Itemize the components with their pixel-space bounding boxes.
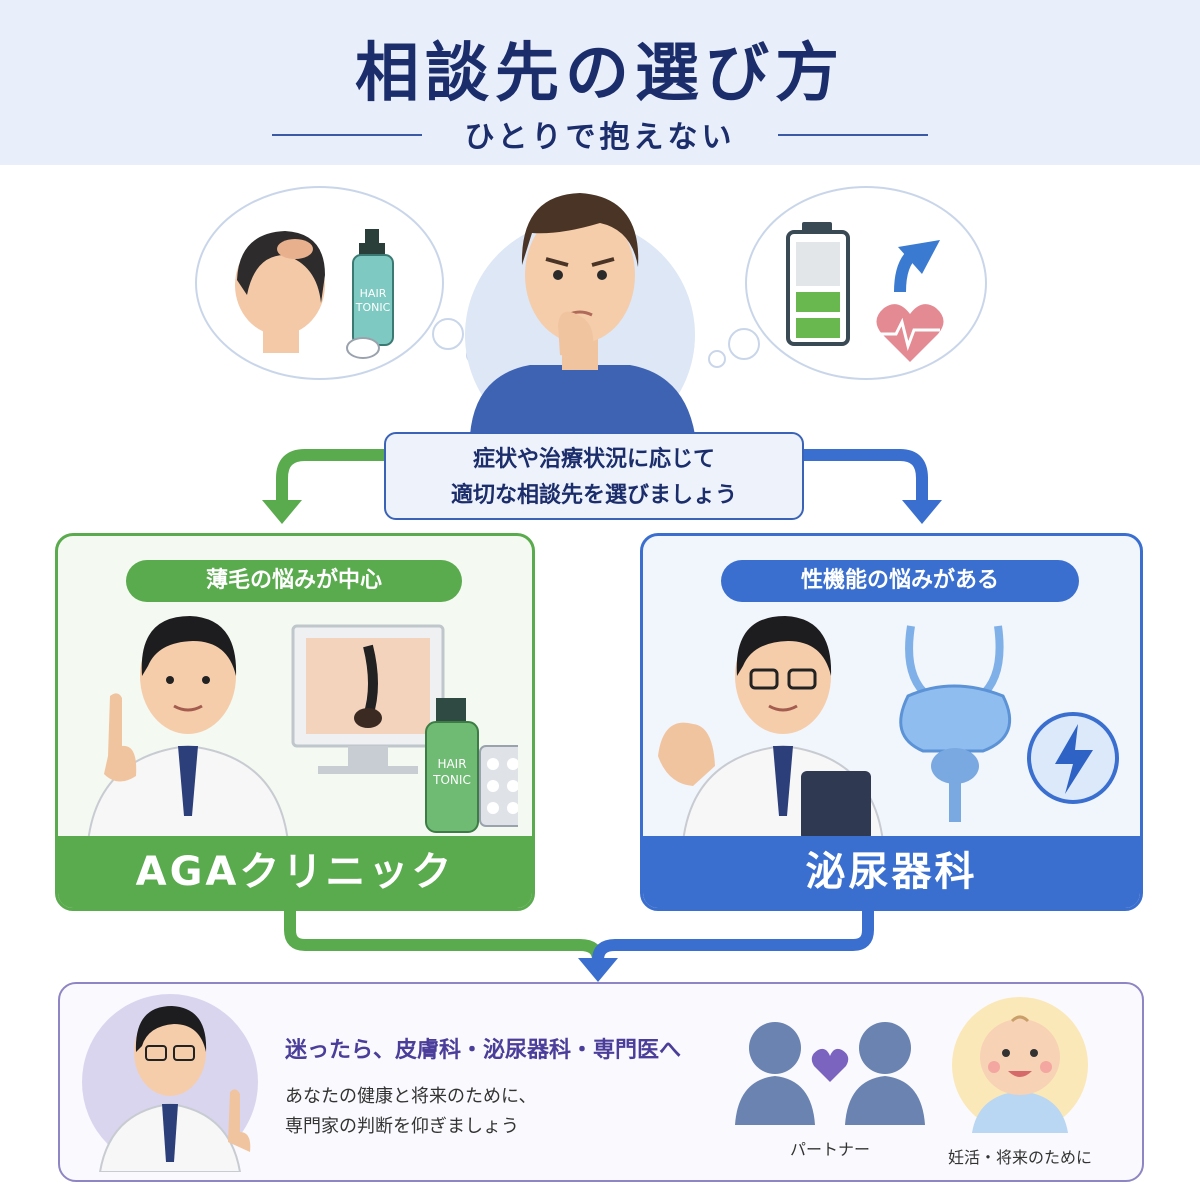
thought-dot	[432, 318, 464, 350]
aga-clinic-card[interactable]: 薄毛の悩みが中心 HAIR TONIC AGAクリニック	[55, 533, 535, 911]
arrow-head-right	[902, 500, 942, 524]
subtitle-rule-right	[778, 134, 928, 136]
tonic-label-line1: HAIR	[360, 287, 387, 300]
man-hair	[521, 193, 639, 267]
specialist-advice-title: 迷ったら、皮膚科・泌尿器科・専門医へ	[285, 1038, 682, 1063]
aga-clinic-label: AGAクリニック	[58, 836, 532, 908]
pointing-hand-icon	[104, 693, 137, 782]
monitor-scalp-icon	[291, 624, 445, 774]
pill-pack-icon	[479, 745, 518, 827]
heart-pulse-icon	[876, 304, 944, 362]
tonic-label-line1: HAIR	[437, 757, 466, 771]
advice-text-line-2: 専門家の判断を仰ぎましょう	[285, 1116, 519, 1137]
partner-caption: パートナー	[789, 1140, 870, 1159]
hair-concern-pill: 薄毛の悩みが中心	[126, 560, 462, 602]
heart-icon	[811, 1048, 849, 1082]
thought-bubble-energy	[745, 186, 987, 380]
urology-card[interactable]: 性機能の悩みがある 泌尿器科	[640, 533, 1143, 911]
specialist-advice-text: あなたの健康と将来のために、 専門家の判断を仰ぎましょう	[285, 1082, 536, 1142]
arrow-head-bottom	[578, 958, 618, 982]
partner-illustration	[735, 1022, 925, 1125]
urologist-illustration	[658, 616, 1119, 842]
page-subtitle: ひとりで抱えない	[464, 120, 736, 155]
header-band	[0, 0, 1200, 165]
arrow-to-right-panel	[804, 449, 928, 505]
sexual-function-pill: 性機能の悩みがある	[721, 560, 1079, 602]
bladder-icon	[899, 625, 1012, 822]
thought-dot	[728, 328, 760, 360]
pill-icon	[346, 337, 380, 359]
arrow-merge-green	[284, 911, 604, 961]
person-silhouette-icon	[735, 1022, 815, 1125]
head-back-icon	[235, 231, 325, 353]
lightning-bolt-icon	[1027, 712, 1119, 804]
urology-label: 泌尿器科	[643, 836, 1140, 908]
up-arrow-icon	[894, 240, 940, 293]
future-planning-caption: 妊活・将来のために	[947, 1148, 1092, 1167]
clipboard-icon	[801, 771, 871, 841]
guidance-callout: 症状や治療状況に応じて 適切な相談先を選びましょう	[384, 432, 804, 520]
advice-text-line-1: あなたの健康と将来のために、	[285, 1086, 537, 1107]
battery-icon	[786, 222, 850, 346]
man-hand	[558, 311, 594, 360]
callout-line-2: 適切な相談先を選びましょう	[450, 483, 737, 508]
thought-dot	[708, 350, 726, 368]
page-title: 相談先の選び方	[355, 37, 845, 111]
baby-avatar	[952, 997, 1088, 1133]
hair-loss-illustration: HAIR TONIC	[235, 229, 394, 359]
open-hand-icon	[658, 722, 715, 786]
person-silhouette-icon	[845, 1022, 925, 1125]
energy-illustration	[786, 222, 944, 362]
man-face	[525, 207, 635, 343]
arrow-merge-blue	[592, 911, 874, 961]
tonic-label-line2: TONIC	[355, 301, 391, 314]
arrow-head-left	[262, 500, 302, 524]
tonic-label-line2: TONIC	[432, 773, 471, 787]
specialist-doctor-avatar	[82, 994, 258, 1172]
worried-man-illustration	[465, 193, 695, 435]
callout-line-1: 症状や治療状況に応じて	[472, 447, 715, 472]
aga-doctor-illustration: HAIR TONIC	[86, 616, 518, 842]
arrow-to-left-panel	[276, 449, 386, 505]
subtitle-rule-left	[272, 134, 422, 136]
hair-tonic-bottle-icon: HAIR TONIC	[352, 229, 394, 346]
hair-tonic-bottle-icon: HAIR TONIC	[425, 698, 479, 833]
